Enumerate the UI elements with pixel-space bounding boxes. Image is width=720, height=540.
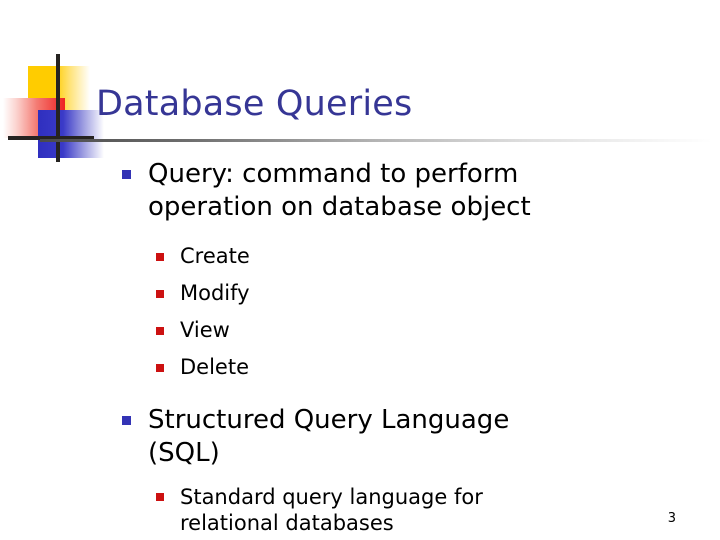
bullet-text: Structured Query Language (SQL) xyxy=(148,405,510,468)
bullet-item-level2: Standard query language for relational d… xyxy=(0,484,720,536)
bullet-item-level1: Structured Query Language (SQL) xyxy=(0,404,720,470)
bullet-item-level1: Query: command to perform operation on d… xyxy=(0,158,720,224)
vertical-line-icon xyxy=(56,54,60,162)
yellow-square-icon xyxy=(28,66,90,112)
bullet-item-level2: Modify xyxy=(0,275,720,312)
square-bullet-icon xyxy=(156,493,164,501)
bullet-text: Query: command to perform operation on d… xyxy=(148,159,531,222)
square-bullet-icon xyxy=(122,416,131,425)
red-square-icon xyxy=(3,98,65,138)
square-bullet-icon xyxy=(122,170,131,179)
square-bullet-icon xyxy=(156,364,164,372)
title-divider xyxy=(40,139,712,142)
slide-title: Database Queries xyxy=(96,84,413,124)
bullet-item-level2: Create xyxy=(0,238,720,275)
slide-body: Query: command to perform operation on d… xyxy=(0,158,720,535)
bullet-text: View xyxy=(180,318,230,342)
bullet-text: Standard query language for relational d… xyxy=(180,485,483,535)
blue-square-icon xyxy=(38,110,104,158)
square-bullet-icon xyxy=(156,327,164,335)
bullet-item-level2: View xyxy=(0,312,720,349)
bullet-text: Delete xyxy=(180,355,249,379)
spacer xyxy=(0,470,720,484)
square-bullet-icon xyxy=(156,253,164,261)
page-number: 3 xyxy=(667,511,676,526)
bullet-text: Modify xyxy=(180,281,250,305)
bullet-item-level2: Delete xyxy=(0,349,720,386)
bullet-text: Create xyxy=(180,244,250,268)
spacer xyxy=(0,224,720,238)
spacer xyxy=(0,386,720,404)
square-bullet-icon xyxy=(156,290,164,298)
